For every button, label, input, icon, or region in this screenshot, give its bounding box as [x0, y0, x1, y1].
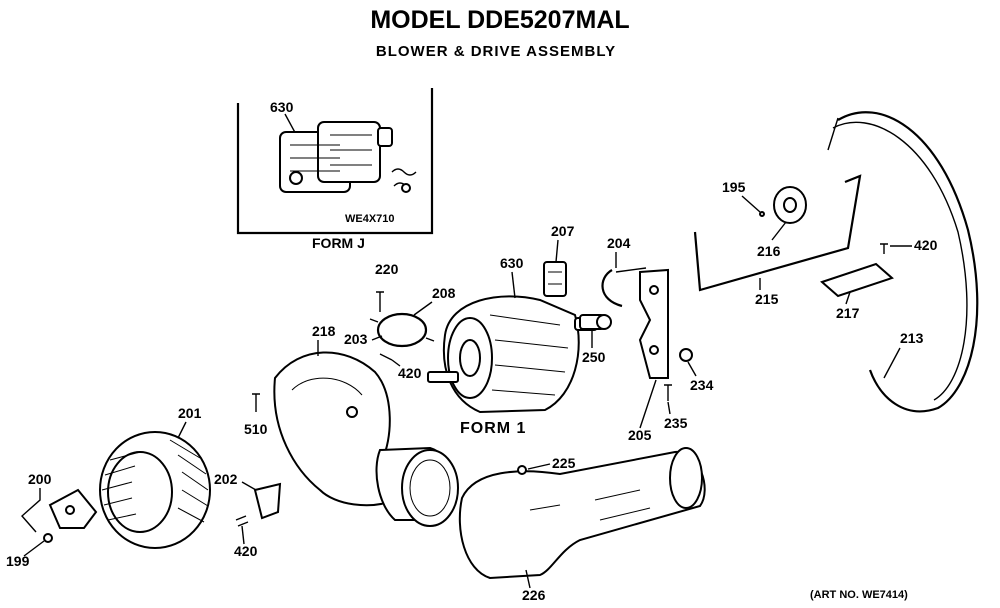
callout-201: 201: [178, 405, 202, 421]
callout-203: 203: [344, 331, 368, 347]
leader-216: [771, 221, 787, 241]
callout-630-inset: 630: [270, 99, 294, 115]
callout-215: 215: [755, 291, 779, 307]
part-234-nut: [679, 348, 693, 362]
leader-630: [511, 271, 516, 299]
callout-204: 204: [607, 235, 631, 251]
callout-420-b: 420: [234, 543, 258, 559]
leader-205: [639, 379, 657, 429]
part-225-screw: [517, 465, 527, 475]
part-204-spring: [601, 269, 623, 308]
inset-form-label: FORM J: [312, 235, 365, 251]
part-420-screw-b: [235, 515, 249, 527]
callout-207: 207: [551, 223, 575, 239]
callout-250: 250: [582, 349, 606, 365]
leader-195: [741, 195, 761, 213]
part-208-strap: [369, 312, 435, 348]
part-510-screw: [252, 393, 260, 412]
callout-218: 218: [312, 323, 336, 339]
part-220-screw: [376, 291, 384, 312]
part-218-blower-housing: [273, 351, 459, 527]
part-250-pulley: [579, 314, 612, 330]
part-420-screw-a: [379, 353, 393, 361]
form-1-label: FORM 1: [460, 420, 526, 437]
callout-234: 234: [690, 377, 714, 393]
part-207-switch: [543, 261, 567, 297]
callout-420-c: 420: [914, 237, 938, 253]
callout-226: 226: [522, 587, 546, 603]
leader-226: [525, 569, 531, 589]
callout-630: 630: [500, 255, 524, 271]
part-420-screw-c: [880, 243, 888, 254]
leader-207: [555, 239, 559, 263]
callout-510: 510: [244, 421, 268, 437]
callout-208: 208: [432, 285, 456, 301]
leader-200: [21, 488, 41, 533]
part-216-idler-pulley: [773, 186, 807, 224]
part-195: [759, 211, 765, 217]
leader-420-a: [391, 359, 401, 367]
art-number: (ART NO. WE7414): [810, 589, 908, 601]
callout-213: 213: [900, 330, 924, 346]
leader-234: [687, 361, 697, 377]
part-205-bracket: [638, 268, 669, 379]
callout-205: 205: [628, 427, 652, 443]
part-235-screw: [664, 384, 672, 401]
inset-switch-parts: [391, 168, 417, 193]
leader-217: [845, 291, 851, 305]
inset-motor: [279, 121, 393, 193]
callout-216: 216: [757, 243, 781, 259]
part-201-blower-wheel: [99, 431, 211, 549]
callout-200: 200: [28, 471, 52, 487]
leader-208: [413, 301, 433, 316]
part-199-screw: [43, 533, 53, 543]
callout-235: 235: [664, 415, 688, 431]
part-217-bracket: [820, 262, 894, 298]
leader-225: [527, 463, 551, 470]
leader-203: [371, 335, 383, 341]
part-202-clip: [253, 482, 282, 520]
leader-201: [177, 421, 187, 439]
leader-420-b: [241, 525, 245, 545]
part-213-belt: [827, 111, 979, 413]
inset-part-number: WE4X710: [345, 213, 395, 225]
diagram-title: MODEL DDE5207MAL: [370, 6, 629, 34]
callout-225: 225: [552, 455, 576, 471]
callout-217: 217: [836, 305, 860, 321]
part-226-exhaust-duct: [458, 447, 706, 580]
part-215-idler-arm: [693, 174, 862, 292]
leader-235: [667, 401, 671, 415]
callout-202: 202: [214, 471, 238, 487]
inset-frame: [236, 88, 434, 235]
leader-202: [241, 481, 257, 491]
callout-195: 195: [722, 179, 746, 195]
callout-199: 199: [6, 553, 30, 569]
leader-213: [883, 347, 901, 379]
diagram-subtitle: BLOWER & DRIVE ASSEMBLY: [376, 43, 616, 60]
inset-form-j: 630 WE4X710: [236, 88, 434, 235]
leader-199: [23, 540, 45, 557]
callout-420-a: 420: [398, 365, 422, 381]
callout-220: 220: [375, 261, 399, 277]
drive-motor: [427, 295, 598, 414]
